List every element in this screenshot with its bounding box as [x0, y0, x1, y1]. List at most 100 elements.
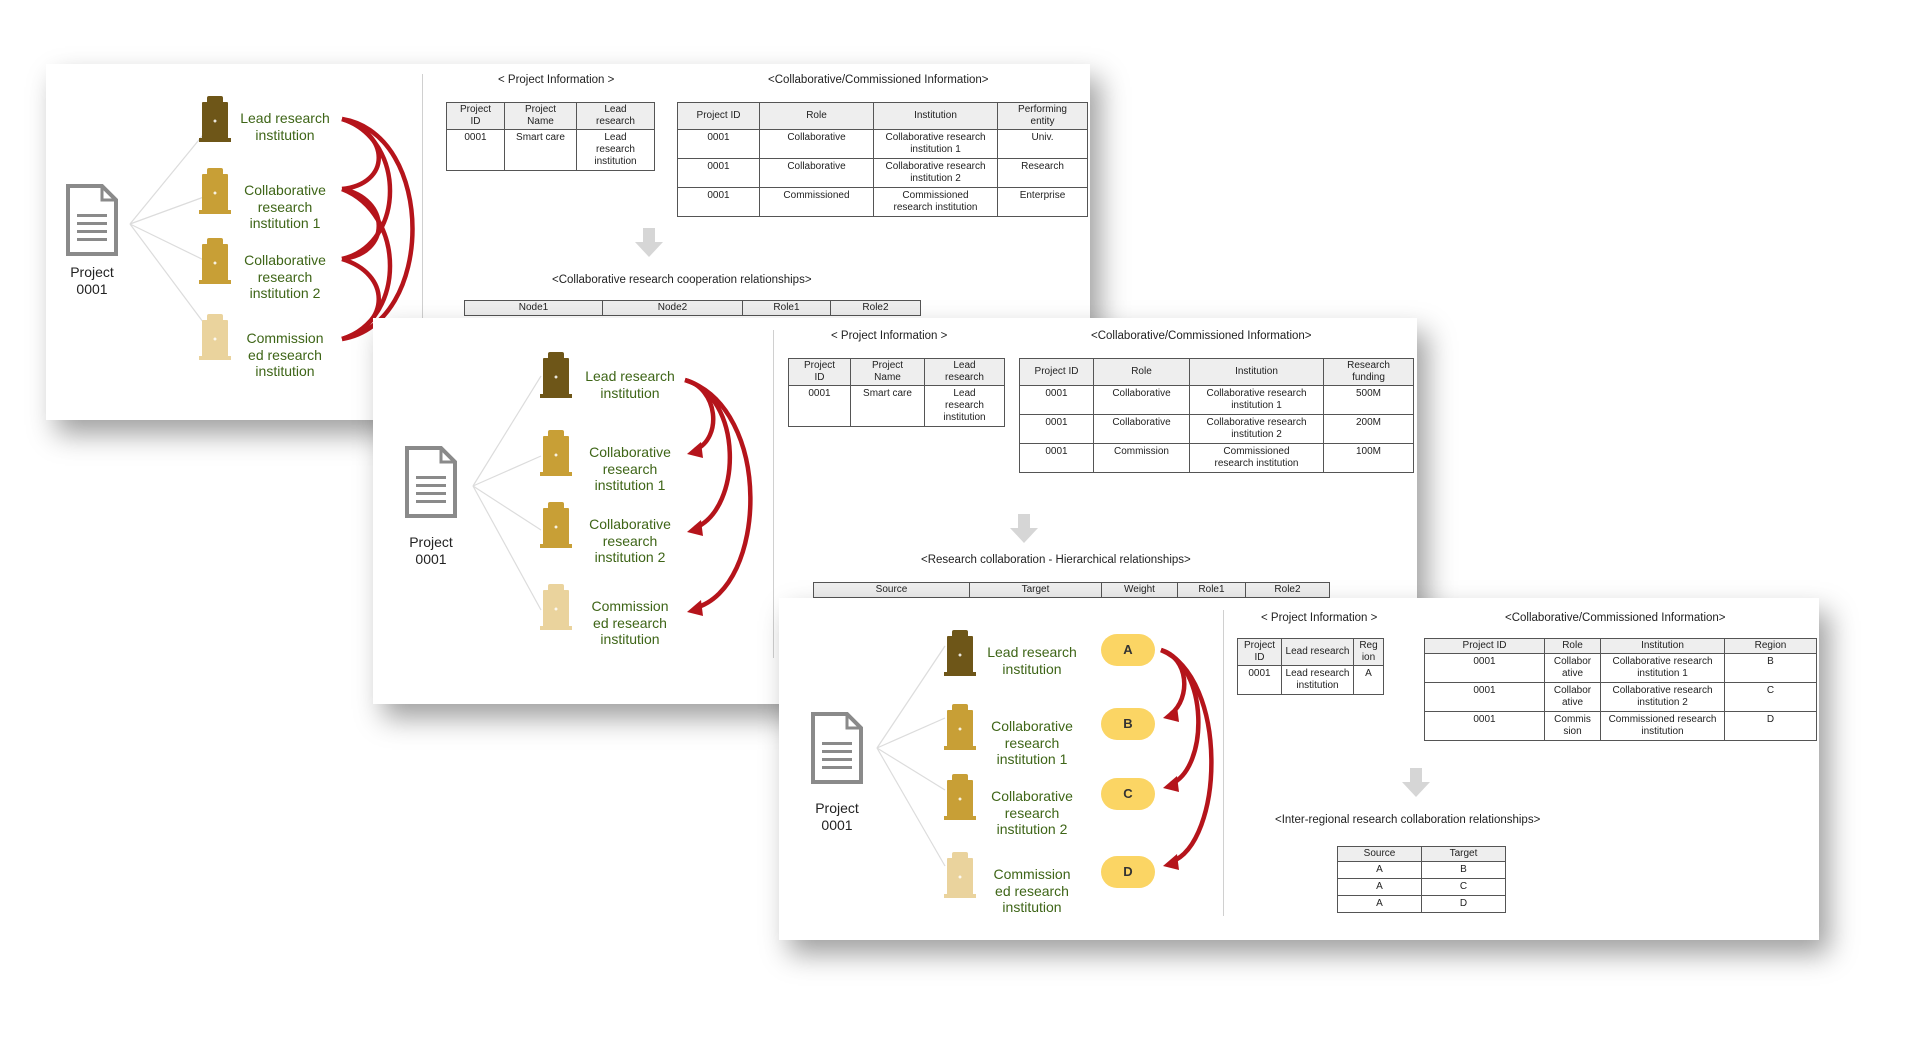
table-row: 0001 Collaborative Collaborative researc…: [677, 158, 1088, 188]
project-info-title: < Project Information >: [1261, 612, 1378, 624]
down-arrow-icon: [635, 228, 663, 257]
connector-lines: [472, 375, 542, 611]
table-cell: A: [1337, 861, 1422, 879]
relation-table: Node1 Node2 Role1 Role2: [464, 300, 921, 316]
region-pill-d: D: [1101, 856, 1155, 888]
relation-table: Source Target Weight Role1 Role2: [813, 582, 1330, 598]
table-cell: Collaborative: [1093, 385, 1190, 415]
table-cell: Collaborative research institution 2: [1600, 682, 1725, 712]
relation-table: Source Target A B A C A D: [1337, 846, 1506, 913]
table-cell: 0001: [677, 187, 760, 217]
table-header-row: Project ID Lead research Reg ion: [1237, 638, 1384, 666]
table-cell: Collaborative research institution 2: [873, 158, 998, 188]
table-header: Project Name: [504, 102, 577, 130]
table-cell: Collabor ative: [1544, 653, 1601, 683]
table-cell: Collaborative research institution 1: [1189, 385, 1324, 415]
table-cell: Commission: [1093, 443, 1190, 473]
table-header: Institution: [873, 102, 998, 130]
table-header: Performing entity: [997, 102, 1088, 130]
relation-title: <Inter-regional research collaboration r…: [1275, 814, 1541, 826]
table-cell: Commissioned: [759, 187, 874, 217]
collab-info-table: Project ID Role Institution Research fun…: [1019, 358, 1414, 473]
table-cell: Research: [997, 158, 1088, 188]
project-info-table: Project ID Project Name Lead research 00…: [788, 358, 1005, 427]
table-header: Target: [1421, 846, 1506, 862]
table-header: Research funding: [1323, 358, 1414, 386]
table-cell: D: [1421, 895, 1506, 913]
table-cell: 0001: [1019, 414, 1094, 444]
collab1-building-icon: [540, 430, 572, 476]
collab2-building-icon: [199, 238, 231, 284]
table-header-row: Source Target Weight Role1 Role2: [813, 582, 1330, 598]
table-header: Role1: [1177, 582, 1246, 598]
table-header: Target: [969, 582, 1102, 598]
table-header: Role1: [742, 300, 831, 316]
divider: [773, 330, 774, 658]
table-cell: Collaborative research institution 1: [1600, 653, 1725, 683]
table-header: Reg ion: [1353, 638, 1384, 666]
project-label: Project 0001: [815, 800, 859, 833]
table-header: Lead research: [924, 358, 1005, 386]
table-cell: Collaborative research institution 1: [873, 129, 998, 159]
down-arrow-icon: [1402, 768, 1430, 797]
table-header: Project ID: [677, 102, 760, 130]
table-cell: Lead research institution: [1281, 665, 1354, 695]
table-header: Role: [759, 102, 874, 130]
table-cell: Smart care: [850, 385, 925, 427]
collab-info-title: <Collaborative/Commissioned Information>: [768, 74, 989, 86]
table-header: Role2: [1245, 582, 1330, 598]
table-cell: 100M: [1323, 443, 1414, 473]
connector-lines: [876, 645, 946, 867]
institution-label: Lead research institution: [240, 110, 330, 143]
table-row: 0001 Collabor ative Collaborative resear…: [1424, 653, 1817, 683]
table-cell: C: [1421, 878, 1506, 896]
table-cell: A: [1353, 665, 1384, 695]
table-row: 0001 Commission Commissioned research in…: [1019, 443, 1414, 473]
table-header: Project ID: [1019, 358, 1094, 386]
document-icon: [811, 712, 863, 784]
table-header: Project ID: [1237, 638, 1282, 666]
project-label: Project 0001: [70, 264, 114, 297]
table-header: Weight: [1101, 582, 1178, 598]
diagram-card-3: Project 0001 Lead research institution C…: [779, 598, 1819, 940]
table-row: A D: [1337, 895, 1506, 913]
regional-arrows: [1160, 647, 1214, 870]
table-header: Project ID: [446, 102, 505, 130]
table-cell: 0001: [1424, 653, 1545, 683]
commissioned-building-icon: [540, 584, 572, 630]
table-row: 0001 Lead research institution A: [1237, 665, 1384, 695]
table-cell: 0001: [1424, 682, 1545, 712]
table-header-row: Project ID Project Name Lead research: [788, 358, 1005, 386]
lead-building-icon: [540, 352, 572, 398]
table-cell: C: [1724, 682, 1817, 712]
table-cell: Commis sion: [1544, 711, 1601, 741]
institution-label: Lead research institution: [585, 368, 675, 401]
institution-label: Collaborative research institution 2: [991, 788, 1073, 837]
institution-label: Commission ed research institution: [993, 866, 1071, 915]
institution-label: Lead research institution: [987, 644, 1077, 677]
table-cell: Collabor ative: [1544, 682, 1601, 712]
collab-info-table: Project ID Role Institution Region 0001 …: [1424, 638, 1817, 741]
project-info-table: Project ID Project Name Lead research 00…: [446, 102, 655, 171]
table-header: Lead research: [1281, 638, 1354, 666]
table-header-row: Project ID Role Institution Research fun…: [1019, 358, 1414, 386]
table-cell: 0001: [1019, 385, 1094, 415]
document-icon: [66, 184, 118, 256]
collab-info-table: Project ID Role Institution Performing e…: [677, 102, 1088, 217]
relation-title: <Research collaboration - Hierarchical r…: [921, 554, 1191, 566]
table-row: 0001 Collabor ative Collaborative resear…: [1424, 682, 1817, 712]
table-header: Node1: [464, 300, 603, 316]
table-row: 0001 Collaborative Collaborative researc…: [677, 129, 1088, 159]
table-header: Project ID: [788, 358, 851, 386]
table-cell: Collaborative research institution 2: [1189, 414, 1324, 444]
table-cell: 0001: [1019, 443, 1094, 473]
hierarchy-arrows: [684, 377, 753, 616]
relation-title: <Collaborative research cooperation rela…: [552, 274, 812, 286]
table-cell: 0001: [1424, 711, 1545, 741]
table-header: Node2: [602, 300, 743, 316]
table-cell: 0001: [677, 158, 760, 188]
table-cell: 500M: [1323, 385, 1414, 415]
table-header: Role2: [830, 300, 921, 316]
institution-label: Collaborative research institution 2: [244, 252, 326, 301]
collab2-building-icon: [540, 502, 572, 548]
